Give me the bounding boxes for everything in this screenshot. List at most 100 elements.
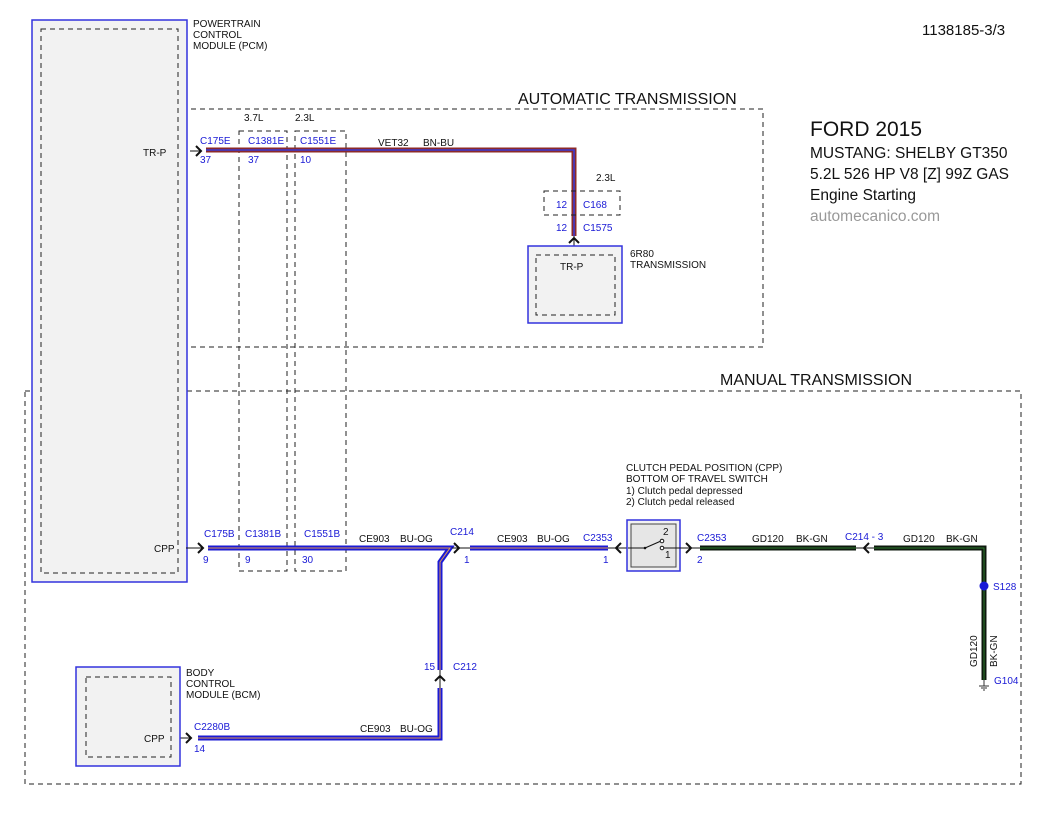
cpp-switch-label-line1: CLUTCH PEDAL POSITION (CPP) [626,463,782,474]
c2353-in-name: C2353 [583,533,613,544]
c1575-pin-arrow-icon [568,236,580,244]
c2353-in-arrow-icon [614,542,622,554]
gd120-b-circuit: GD120 [903,534,935,545]
c1575-name: C1575 [583,223,613,234]
pcm-label-line2: CONTROL [193,30,242,41]
automatic-transmission-boundary [109,108,764,348]
manual-transmission-boundary [24,390,1022,785]
c175e-pin: 37 [200,155,212,166]
c168-name: C168 [583,200,607,211]
c1381b-name: C1381B [245,529,281,540]
pcm-trp-pin-arrow-icon [195,145,203,157]
c1551e-name: C1551E [300,136,336,147]
cpp-switch-label-line2: BOTTOM OF TRAVEL SWITCH [626,474,768,485]
gd120-v-color: BK-GN [989,635,1000,667]
c2280b-name: C2280B [194,722,230,733]
c1551b-name: C1551B [304,529,340,540]
pcm-module[interactable] [31,19,188,583]
transmission-label-line1: 6R80 [630,249,654,260]
c1551-variant-boundary [294,130,347,572]
gd120-b-color: BK-GN [946,534,978,545]
pcm-pin-cpp: CPP [154,544,175,555]
cpp-switch-inner [630,523,677,568]
cpp-switch-note1: 1) Clutch pedal depressed [626,486,743,497]
variant-3-7l-label: 3.7L [244,113,264,124]
c2353-out-name: C2353 [697,533,727,544]
c212-name: C212 [453,662,477,673]
c214-3-arrow-icon [862,542,870,554]
switch-position-2: 2 [663,527,669,538]
title-model: MUSTANG: SHELBY GT350 [810,145,1008,162]
c1381e-name: C1381E [248,136,284,147]
bcm-inner-boundary [85,676,172,758]
s128-name: S128 [993,582,1017,593]
title-system: Engine Starting [810,187,916,204]
ce903-a-color: BU-OG [400,534,433,545]
wire-ce903-bcm[interactable] [198,688,443,741]
c2353-out-pin: 2 [697,555,703,566]
c1551b-pin: 30 [302,555,314,566]
ce903-b-circuit: CE903 [497,534,528,545]
pcm-label-line1: POWERTRAIN [193,19,261,30]
ce903-c-circuit: CE903 [360,724,391,735]
pcm-label-line3: MODULE (PCM) [193,41,267,52]
splice-s128-icon [979,581,989,591]
c1381e-pin: 37 [248,155,260,166]
gd120-a-circuit: GD120 [752,534,784,545]
ce903-a-circuit: CE903 [359,534,390,545]
transmission-pin-trp: TR-P [560,262,584,273]
automatic-transmission-label: AUTOMATIC TRANSMISSION [518,91,737,108]
ce903-b-color: BU-OG [537,534,570,545]
wire-vet32[interactable] [206,147,577,236]
wire-gd120-c214-g104[interactable] [874,545,987,680]
c214-pin: 1 [464,555,470,566]
transmission-module[interactable] [527,245,623,324]
transmission-label-line2: TRANSMISSION [630,260,706,271]
bcm-cpp-pin-arrow-icon [185,732,193,744]
pcm-inner-boundary [40,28,179,574]
title-site: automecanico.com [810,208,941,225]
pcm-cpp-pin-arrow-icon [197,542,205,554]
wire-ce903-pcm[interactable] [208,545,455,670]
title-engine: 5.2L 526 HP V8 [Z] 99Z GAS [810,166,1010,183]
c1551e-pin: 10 [300,155,312,166]
variant-2-3l-label: 2.3L [295,113,315,124]
manual-transmission-label: MANUAL TRANSMISSION [720,372,912,389]
cpp-switch-note2: 2) Clutch pedal released [626,497,734,508]
bcm-module[interactable] [75,666,181,767]
variant-2-3l-label-c168: 2.3L [596,173,616,184]
switch-contact-icon [644,540,662,549]
c168-variant-boundary [543,190,621,216]
vet32-color: BN-BU [423,138,454,149]
document-reference: 1138185-3/3 [922,22,1006,39]
c2353-in-pin: 1 [603,555,609,566]
c168-pin: 12 [556,200,568,211]
bcm-label-line2: CONTROL [186,679,235,690]
gd120-a-color: BK-GN [796,534,828,545]
c175b-pin: 9 [203,555,209,566]
bcm-pin-cpp: CPP [144,734,165,745]
ce903-c-color: BU-OG [400,724,433,735]
c214-name: C214 [450,527,474,538]
pcm-pin-trp: TR-P [143,148,167,159]
gd120-v-circuit: GD120 [969,635,980,667]
c175e-name: C175E [200,136,231,147]
c212-pin: 15 [424,662,436,673]
bcm-label-line1: BODY [186,668,215,679]
switch-position-1: 1 [665,550,671,561]
ground-g104-icon [979,680,989,691]
c2353-out-arrow-icon [685,542,693,554]
c1381-variant-boundary [238,130,288,572]
c2280b-pin: 14 [194,744,206,755]
title-make-year: FORD 2015 [810,118,923,141]
transmission-inner-boundary [535,254,616,316]
g104-name: G104 [994,676,1019,687]
bcm-label-line3: MODULE (BCM) [186,690,260,701]
c1575-pin: 12 [556,223,568,234]
c175b-name: C175B [204,529,235,540]
title-block: FORD 2015 MUSTANG: SHELBY GT350 5.2L 526… [810,117,1009,227]
c214-3-name: C214 - 3 [845,532,884,543]
c1381b-pin: 9 [245,555,251,566]
vet32-circuit: VET32 [378,138,409,149]
